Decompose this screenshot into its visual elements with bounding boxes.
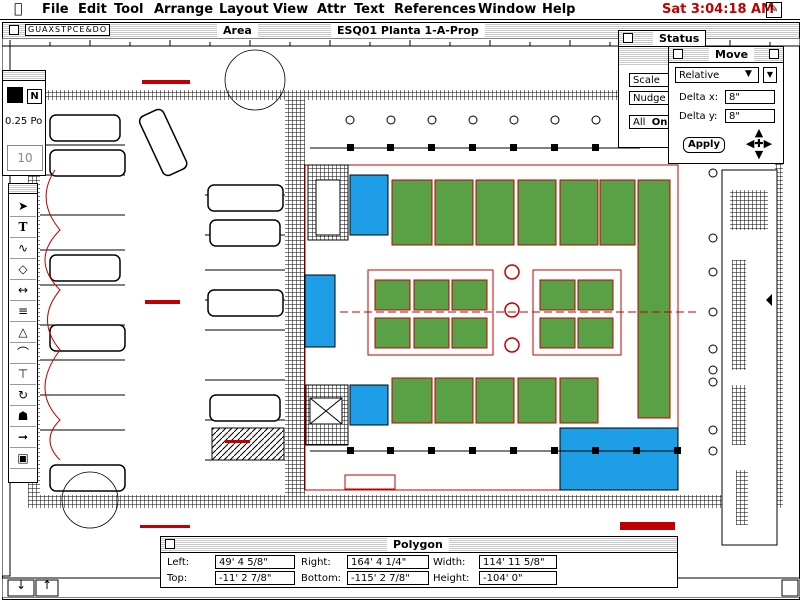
nudge-arrows-icon[interactable]: ▲◀✚▶▼ bbox=[745, 126, 773, 161]
layer-number-box[interactable]: 10 bbox=[7, 145, 43, 171]
close-box-icon[interactable] bbox=[9, 25, 19, 35]
dimension-tool-icon[interactable]: ⊤ bbox=[10, 364, 36, 385]
delta-x-field[interactable]: 8" bbox=[725, 90, 775, 104]
scroll-down-arrow-icon[interactable]: ↓ bbox=[16, 578, 27, 592]
move-palette-title-bar[interactable]: Move bbox=[669, 47, 783, 63]
bottom-label: Bottom: bbox=[301, 573, 342, 584]
line-weight-value[interactable]: 0.25 Po bbox=[5, 116, 43, 127]
height-label: Height: bbox=[433, 573, 470, 584]
right-label: Right: bbox=[301, 557, 331, 568]
fill-swatch-icon[interactable] bbox=[7, 87, 23, 103]
status-close-box-icon[interactable] bbox=[623, 33, 633, 43]
menu-arrange[interactable]: Arrange bbox=[154, 2, 214, 17]
on-label: On bbox=[651, 117, 668, 128]
document-title-bar[interactable]: GUAXSTPCE&DO Area ESQ01 Planta 1-A-Prop bbox=[3, 23, 799, 39]
arrow-tool-icon[interactable]: ➤ bbox=[10, 196, 36, 217]
eyedropper-tool-icon[interactable]: ➞ bbox=[10, 427, 36, 448]
attributes-palette-title-bar[interactable] bbox=[3, 71, 45, 81]
delta-y-field[interactable]: 8" bbox=[725, 109, 775, 123]
width-field[interactable]: 114' 11 5/8" bbox=[479, 555, 557, 569]
dropdown-arrow-icon[interactable]: ▼ bbox=[745, 69, 752, 79]
menubar-clock: Sat 3:04:18 AM bbox=[662, 2, 775, 17]
menu-window[interactable]: Window bbox=[478, 2, 537, 17]
left-field[interactable]: 49' 4 5/8" bbox=[215, 555, 295, 569]
move-palette: Move Relative ▼ ▼ Delta x: 8" Delta y: 8… bbox=[668, 46, 784, 164]
menu-view[interactable]: View bbox=[273, 2, 309, 17]
arc-tool-icon[interactable]: ⌒ bbox=[10, 343, 36, 364]
menu-references[interactable]: References bbox=[394, 2, 477, 17]
left-label: Left: bbox=[167, 557, 190, 568]
floor-plan-canvas[interactable] bbox=[2, 38, 800, 598]
status-palette-title-bar[interactable]: Status bbox=[619, 31, 706, 47]
document-title: ESQ01 Planta 1-A-Prop bbox=[331, 24, 485, 37]
move-mode-select[interactable]: Relative bbox=[675, 67, 759, 83]
menu-layout[interactable]: Layout bbox=[219, 2, 269, 17]
top-field[interactable]: -11' 2 7/8" bbox=[215, 571, 295, 585]
delta-y-label: Delta y: bbox=[679, 111, 718, 122]
polygon-close-box-icon[interactable] bbox=[165, 539, 175, 549]
rotate-tool-icon[interactable]: ↻ bbox=[10, 385, 36, 406]
polygon-palette-title-bar[interactable]: Polygon bbox=[161, 537, 677, 553]
width-label: Width: bbox=[433, 557, 466, 568]
menu-text[interactable]: Text bbox=[354, 2, 385, 17]
bottom-field[interactable]: -115' 2 7/8" bbox=[347, 571, 429, 585]
top-label: Top: bbox=[167, 573, 188, 584]
scale-field[interactable]: Scale bbox=[629, 73, 673, 87]
polygon-palette: Polygon Left: 49' 4 5/8" Top: -11' 2 7/8… bbox=[160, 536, 678, 588]
attributes-palette: N 0.25 Po 10 bbox=[2, 70, 46, 176]
double-line-tool-icon[interactable]: ≡ bbox=[10, 301, 36, 322]
layer-tabs[interactable]: GUAXSTPCE&DO bbox=[25, 24, 111, 36]
right-field[interactable]: 164' 4 1/4" bbox=[347, 555, 429, 569]
freehand-tool-icon[interactable]: ∿ bbox=[10, 238, 36, 259]
height-field[interactable]: -104' 0" bbox=[479, 571, 557, 585]
menu-help[interactable]: Help bbox=[542, 2, 576, 17]
menu-tool[interactable]: Tool bbox=[114, 2, 144, 17]
fill-tool-icon[interactable]: ☗ bbox=[10, 406, 36, 427]
application-menu-icon[interactable]: ✎ bbox=[766, 2, 782, 18]
apply-button[interactable]: Apply bbox=[683, 137, 725, 153]
scroll-up-arrow-icon[interactable]: ↑ bbox=[42, 578, 53, 592]
all-label: All bbox=[633, 117, 646, 128]
move-zoom-box-icon[interactable] bbox=[769, 49, 779, 59]
area-title: Area bbox=[217, 24, 258, 37]
text-tool-icon[interactable]: T bbox=[10, 217, 36, 238]
menu-file[interactable]: File bbox=[42, 2, 69, 17]
menu-bar:  File Edit Tool Arrange Layout View Att… bbox=[0, 0, 800, 20]
status-title: Status bbox=[653, 32, 706, 45]
pattern-selector[interactable]: N bbox=[27, 89, 42, 104]
diagonal-line-tool-icon[interactable]: ◇ bbox=[10, 259, 36, 280]
move-title: Move bbox=[709, 48, 755, 61]
polygon-title: Polygon bbox=[387, 538, 449, 551]
tool-palette-title-bar[interactable] bbox=[9, 184, 37, 194]
line-tool-icon[interactable]: ↔ bbox=[10, 280, 36, 301]
move-options-button-icon[interactable]: ▼ bbox=[763, 67, 777, 83]
menu-edit[interactable]: Edit bbox=[78, 2, 107, 17]
tool-palette: ➤ T ∿ ◇ ↔ ≡ △ ⌒ ⊤ ↻ ☗ ➞ ▣ bbox=[8, 183, 38, 483]
nudge-field[interactable]: Nudge bbox=[629, 91, 673, 105]
delta-x-label: Delta x: bbox=[679, 92, 719, 103]
camera-tool-icon[interactable]: ▣ bbox=[10, 448, 36, 469]
apple-menu-icon[interactable]:  bbox=[14, 1, 22, 17]
all-on-field[interactable]: All On bbox=[629, 115, 673, 129]
polygon-tool-icon[interactable]: △ bbox=[10, 322, 36, 343]
menu-attr[interactable]: Attr bbox=[317, 2, 346, 17]
move-close-box-icon[interactable] bbox=[673, 49, 683, 59]
